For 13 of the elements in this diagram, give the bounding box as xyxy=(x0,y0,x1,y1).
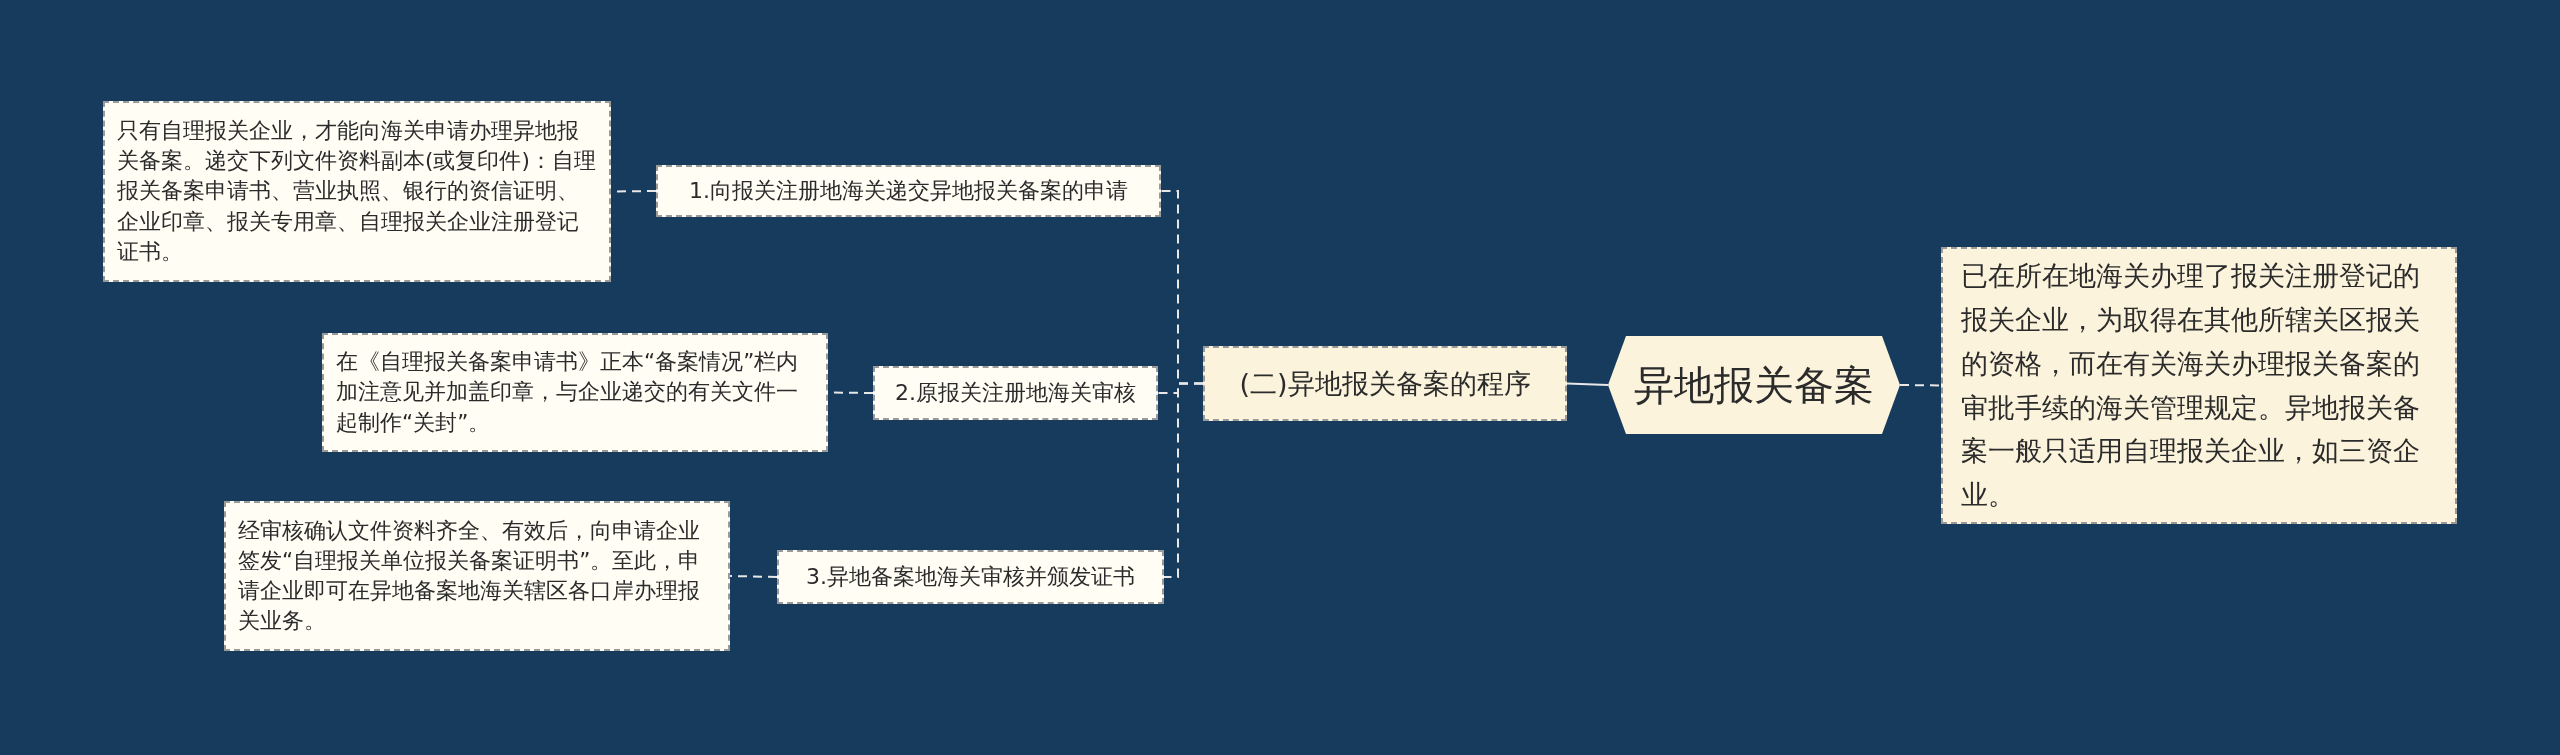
connector-line xyxy=(729,575,778,578)
note-box: 在《自理报关备案申请书》正本“备案情况”栏内加注意见并加盖印章，与企业递交的有关文件一起制作“关封”。 xyxy=(322,333,828,452)
connector-line xyxy=(1163,382,1204,578)
step-box: 1.向报关注册地海关递交异地报关备案的申请 xyxy=(656,165,1161,217)
description-box: 已在所在地海关办理了报关注册登记的报关企业，为取得在其他所辖关区报关的资格，而在有关海关办理报关备案的审批手续的海关管理规定。异地报关备案一般只适用自理报关企业，如三资企业。 xyxy=(1941,247,2457,524)
note-box: 经审核确认文件资料齐全、有效后，向申请企业签发“自理报关单位报关备案证明书”。至此，申请企业即可在异地备案地海关辖区各口岸办理报关业务。 xyxy=(224,501,730,651)
topic-box: (二)异地报关备案的程序 xyxy=(1203,346,1567,421)
step-box: 3.异地备案地海关审核并颁发证书 xyxy=(777,550,1164,604)
note-box: 只有自理报关企业，才能向海关申请办理异地报关备案。递交下列文件资料副本(或复印件)：自理报关备案申请书、营业执照、银行的资信证明、企业印章、报关专用章、自理报关企业注册登记证书。 xyxy=(103,101,611,282)
step-box: 2.原报关注册地海关审核 xyxy=(873,366,1158,420)
connector-line xyxy=(1899,384,1942,387)
connector-line xyxy=(1566,382,1609,386)
hexagon-node: 异地报关备案 xyxy=(1608,336,1900,434)
